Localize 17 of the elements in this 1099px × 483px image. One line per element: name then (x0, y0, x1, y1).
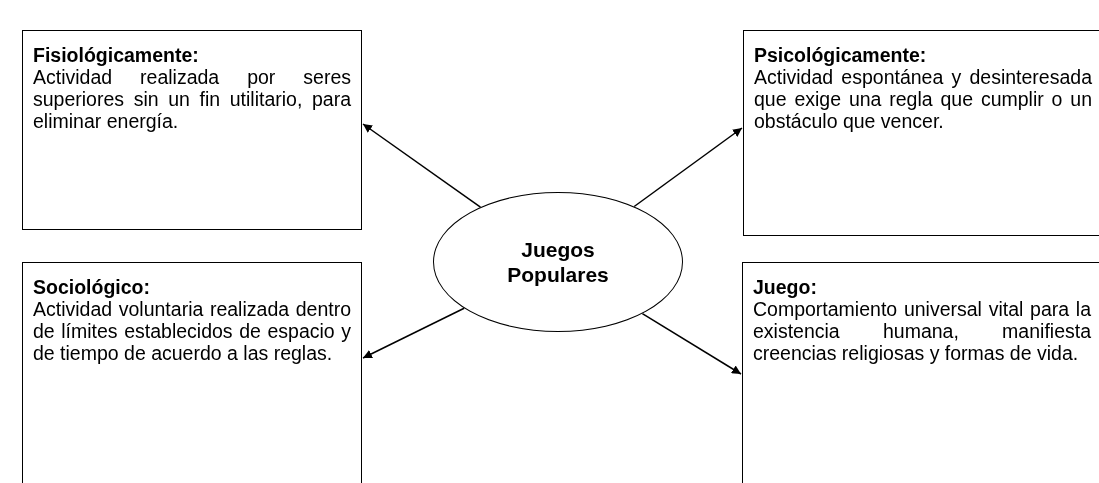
definition-text: Actividad realizada por seres superiores sin un fin utilitario, para eliminar energía. (33, 66, 351, 132)
definition-text: Actividad espontánea y desinteresada que exige una regla que cumplir o un obstáculo que vencer. (754, 66, 1092, 132)
arrow (362, 307, 465, 359)
definition-box (743, 30, 1099, 236)
definition-box (742, 262, 1099, 483)
definition-heading: Psicológicamente: (754, 44, 927, 66)
definition-box (22, 262, 362, 483)
definition-heading: Sociológico: (33, 276, 150, 298)
definition-box (22, 30, 362, 230)
definition-heading: Fisiológicamente: (33, 44, 199, 66)
arrow (641, 312, 742, 375)
definition-heading: Juego: (753, 276, 817, 298)
topic-title: Juegos Populares (506, 237, 610, 287)
arrow (362, 123, 482, 208)
arrow (633, 127, 743, 208)
definition-text: Actividad voluntaria realizada dentro de límites establecidos de espacio y de tiempo de acuerdo a las reglas. (33, 298, 351, 364)
definition-text: Comportamiento universal vital para la existencia humana, manifiesta creencias religiosas y formas de vida. (753, 298, 1091, 364)
